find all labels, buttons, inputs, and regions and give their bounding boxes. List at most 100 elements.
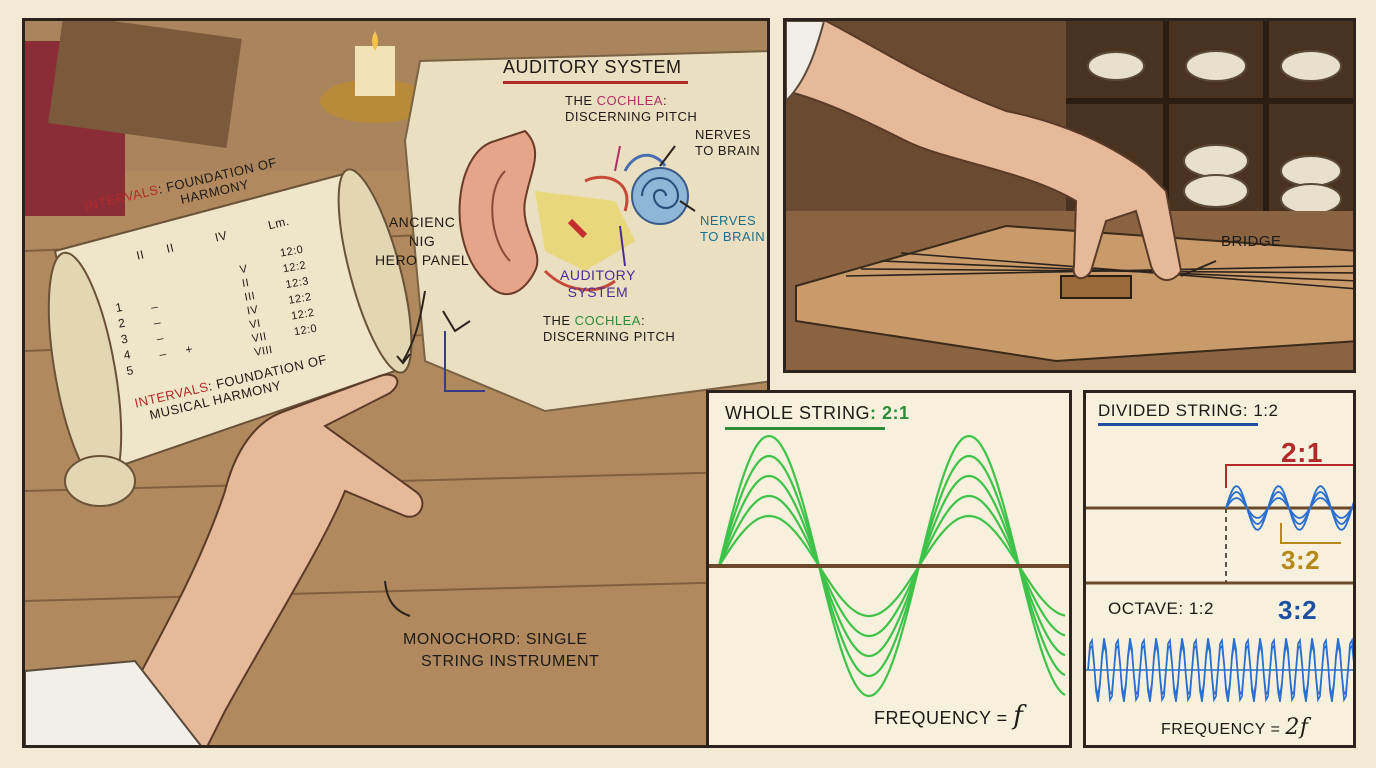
scroll-roman-1: V (238, 262, 249, 277)
nerves-mid-line2: TO BRAIN (700, 229, 766, 244)
candle-flame (372, 31, 378, 51)
divided-frequency-symbol: 2f (1285, 715, 1309, 740)
bridge-label: BRIDGE (1221, 233, 1282, 250)
divided-title-ratio: : 1:2 (1242, 401, 1279, 420)
octave-wave-2 (1087, 643, 1353, 697)
left-panel: AUDITORY SYSTEM THE COCHLEA: DISCERNING … (22, 18, 770, 748)
scroll-header-2: II (164, 240, 176, 256)
bridge-label-text: BRIDGE (1221, 233, 1282, 250)
whole-string-title: WHOLE STRING: 2:1 (725, 403, 910, 424)
whole-wave-3 (717, 474, 1066, 658)
nerves-label-top: NERVES TO BRAIN (695, 127, 760, 159)
bridge-panel: BRIDGE (783, 18, 1356, 373)
cochlea-top-line2: DISCERNING PITCH (565, 109, 698, 124)
octave-ratio: : 1:2 (1178, 599, 1214, 618)
scroll-roman-6: VII (250, 330, 268, 346)
scroll-ratio-6: 12:0 (293, 322, 319, 339)
scroll-roman-3: III (243, 290, 257, 304)
divided-string-title: DIVIDED STRING: 1:2 (1098, 401, 1279, 421)
whole-string-panel: WHOLE STRING: 2:1 FREQUENCY = f (706, 390, 1072, 748)
gold-bracket (1280, 523, 1341, 544)
hero-arrow (402, 290, 426, 362)
whole-string-wave (709, 434, 1069, 698)
divided-string-panel: DIVIDED STRING: 1:2 2:1 3:2 OCTAVE: 1:2 … (1083, 390, 1356, 748)
whole-wave-2 (717, 454, 1066, 678)
scroll-mark-2: – (152, 314, 163, 330)
ratio-blue-label: 3:2 (1278, 595, 1317, 626)
whole-string-ratio: : 2:1 (870, 403, 910, 423)
auditory-title-text: AUDITORY SYSTEM (503, 57, 682, 77)
nerves-mid-line1: NERVES (700, 213, 757, 228)
cochlea-drawing (631, 167, 689, 225)
whole-string-title-text: WHOLE STRING (725, 403, 871, 423)
scroll-roman-4: IV (246, 303, 260, 318)
monochord-arrow (384, 580, 411, 617)
nerves-top-line1: NERVES (695, 127, 752, 142)
ear-illustration (458, 129, 689, 295)
cochlea-label-top: THE COCHLEA: DISCERNING PITCH (565, 93, 697, 125)
octave-text: OCTAVE (1108, 599, 1179, 618)
right-sleeve (786, 21, 826, 103)
cochlea-bottom-prefix: THE (543, 313, 575, 328)
cochlea-top-prefix: THE (565, 93, 597, 108)
nerves-label-mid: NERVES TO BRAIN (700, 213, 765, 245)
ratio-gold-text: 3:2 (1281, 545, 1321, 575)
title-underline (503, 81, 688, 84)
hero-panel-label: ANCIENC NIG HERO PANEL (375, 213, 469, 270)
cochlea-top-suffix: : (662, 93, 668, 108)
scroll-ratio-5: 12:2 (290, 306, 316, 323)
divided-title-underline (1098, 423, 1258, 426)
whole-frequency-symbol: f (1013, 701, 1024, 731)
divided-string-waves (1086, 464, 1353, 703)
cochlea-top-word: COCHLEA (596, 93, 663, 108)
auditory-system-title: AUDITORY SYSTEM (503, 57, 682, 78)
sleeve (25, 659, 202, 745)
scroll-mark-4: – (158, 346, 168, 362)
monochord-label: MONOCHORD: SINGLE STRING INSTRUMENT (403, 629, 599, 673)
intervals-scroll (47, 168, 413, 507)
cochlea-bottom-suffix: : (640, 313, 646, 328)
brown-book (48, 21, 242, 148)
octave-label: OCTAVE: 1:2 (1108, 599, 1214, 619)
scroll-roman-2: II (241, 276, 251, 290)
divided-wave-3 (1225, 497, 1353, 519)
whole-wave-1 (717, 434, 1066, 698)
pointing-hand (103, 373, 424, 745)
auditory-system-label: AUDITORY SYSTEM (560, 267, 636, 301)
left-panel-illustration (25, 21, 767, 745)
hero-line3: HERO PANEL (375, 252, 470, 268)
scroll-header-3: IV (213, 228, 229, 245)
bridge-arrow (1180, 260, 1217, 277)
scroll-ratio-2: 12:2 (281, 259, 308, 276)
hero-line2: NIG (408, 233, 436, 249)
scroll-ratio-4: 12:2 (287, 290, 313, 307)
divided-title-text: DIVIDED STRING (1098, 401, 1243, 420)
monochord-line1: MONOCHORD: SINGLE (403, 631, 588, 648)
scroll-roman-7: VIII (253, 343, 274, 359)
strings (845, 252, 1353, 290)
ratio-red-text: 2:1 (1281, 437, 1323, 468)
auditory-label-line1: AUDITORY (560, 267, 636, 283)
ratio-red-label: 2:1 (1281, 437, 1323, 469)
divided-frequency-label: FREQUENCY = 2f (1161, 715, 1309, 740)
whole-frequency-label: FREQUENCY = f (874, 701, 1023, 731)
cochlea-label-bottom: THE COCHLEA: DISCERNING PITCH (543, 313, 675, 345)
nerves-top-line2: TO BRAIN (695, 143, 761, 158)
divided-frequency-text: FREQUENCY = (1161, 721, 1286, 738)
whole-title-underline (725, 427, 885, 430)
cochlea-bottom-line2: DISCERNING PITCH (543, 329, 676, 344)
scroll-mark-1: – (149, 299, 160, 315)
ratio-gold-label: 3:2 (1281, 545, 1320, 576)
whole-wave-4 (717, 494, 1066, 638)
scroll-roman-5: VI (248, 317, 262, 332)
cochlea-bottom-word: COCHLEA (574, 313, 641, 328)
hero-line1: ANCIENC (388, 214, 456, 230)
candle-holder (320, 79, 430, 123)
whole-frequency-text: FREQUENCY = (874, 708, 1014, 728)
red-bracket (1225, 464, 1353, 488)
whole-wave-5 (718, 514, 1066, 618)
auditory-label-line2: SYSTEM (567, 284, 629, 300)
scroll-mark-3: – (155, 330, 165, 346)
bridge-illustration (786, 21, 1353, 370)
bridge-piece (1060, 275, 1132, 299)
